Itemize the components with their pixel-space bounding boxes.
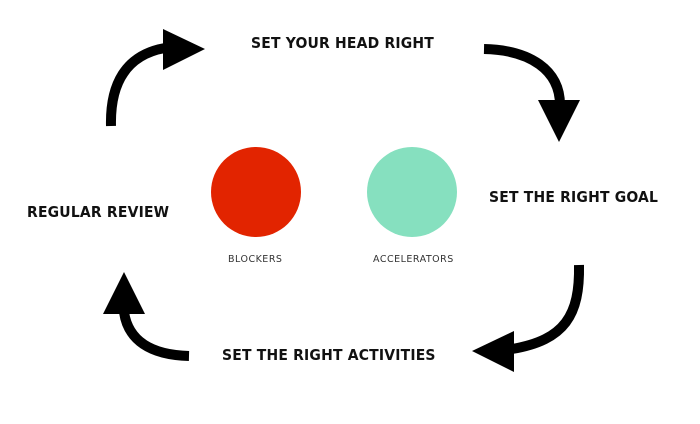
step-set-the-right-activities: SET THE RIGHT ACTIVITIES [222,346,436,364]
accelerators-label: ACCELERATORS [373,254,454,265]
arrow-head-to-goal [483,44,580,142]
blockers-circle [211,147,301,237]
accelerators-circle [367,147,457,237]
blockers-label: BLOCKERS [228,254,283,265]
arrow-activities-to-review [103,272,190,361]
step-regular-review: REGULAR REVIEW [27,203,170,221]
step-set-the-right-goal: SET THE RIGHT GOAL [489,188,659,206]
step-set-your-head-right: SET YOUR HEAD RIGHT [251,34,435,52]
arrow-review-to-head [105,29,205,127]
arrow-goal-to-activities [472,264,585,372]
